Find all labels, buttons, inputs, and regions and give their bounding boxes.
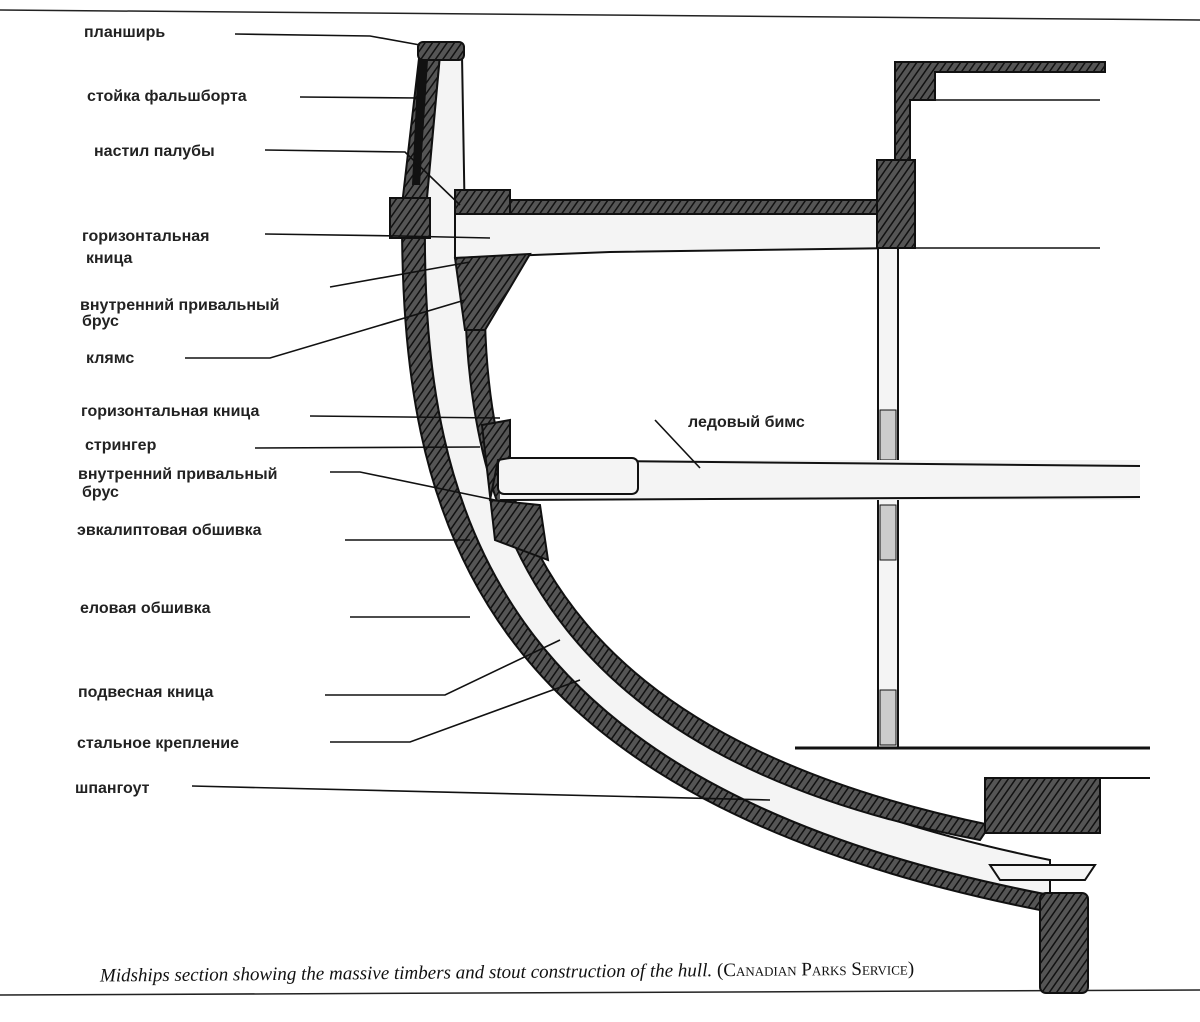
label-ice-beam: ледовый бимс <box>688 414 805 431</box>
label-spruce-planking: еловая обшивка <box>80 600 211 617</box>
clamp <box>453 252 532 331</box>
label-inner-wale-2: внутренний привальный <box>78 466 278 483</box>
leader-lines <box>185 33 771 801</box>
label-inner-wale-1-cont: брус <box>82 313 119 330</box>
label-inner-wale-2-cont: брус <box>82 484 119 501</box>
deck-beam <box>454 213 896 260</box>
label-clamp: клямс <box>86 350 135 367</box>
gunwale <box>417 41 465 61</box>
caption-source: (Canadian Parks Service) <box>716 958 915 982</box>
label-inner-wale-1: внутренний привальный <box>80 297 280 314</box>
deck-carline <box>876 159 916 249</box>
label-frame: шпангоут <box>75 780 150 797</box>
stanchion-strap <box>879 504 897 561</box>
label-lodging-knee-1-cont: кница <box>86 250 133 267</box>
label-lodging-knee-2: горизонтальная кница <box>81 403 260 420</box>
label-steel-strap: стальное крепление <box>77 735 240 752</box>
upper-deckhouse <box>894 61 1106 161</box>
ice-beam-edge <box>499 496 1141 501</box>
caption-text: Midships section showing the massive tim… <box>99 960 713 987</box>
label-deck-planking: настил палубы <box>94 143 215 160</box>
label-hanging-knee: подвесная кница <box>78 684 214 701</box>
label-gunwale: планширь <box>84 24 166 41</box>
label-eucalyptus-sheathing: эвкалиптовая обшивка <box>77 522 262 539</box>
lodging-knee <box>497 457 639 495</box>
top-border-line <box>0 9 1200 21</box>
floor-timber <box>988 864 1097 881</box>
keel <box>1039 892 1089 994</box>
bottom-border-line <box>0 989 1200 996</box>
bulwark-planking <box>412 60 428 185</box>
sheer-strake <box>389 197 431 239</box>
stanchion-strap <box>879 689 897 746</box>
label-bulwark-stanchion: стойка фальшборта <box>87 88 247 105</box>
keelson <box>984 777 1101 834</box>
label-lodging-knee-1: горизонтальная <box>82 228 210 245</box>
stanchion-strap <box>879 409 897 461</box>
deck-planking <box>464 199 896 215</box>
label-stringer: стрингер <box>85 437 157 454</box>
stringer <box>480 418 550 562</box>
